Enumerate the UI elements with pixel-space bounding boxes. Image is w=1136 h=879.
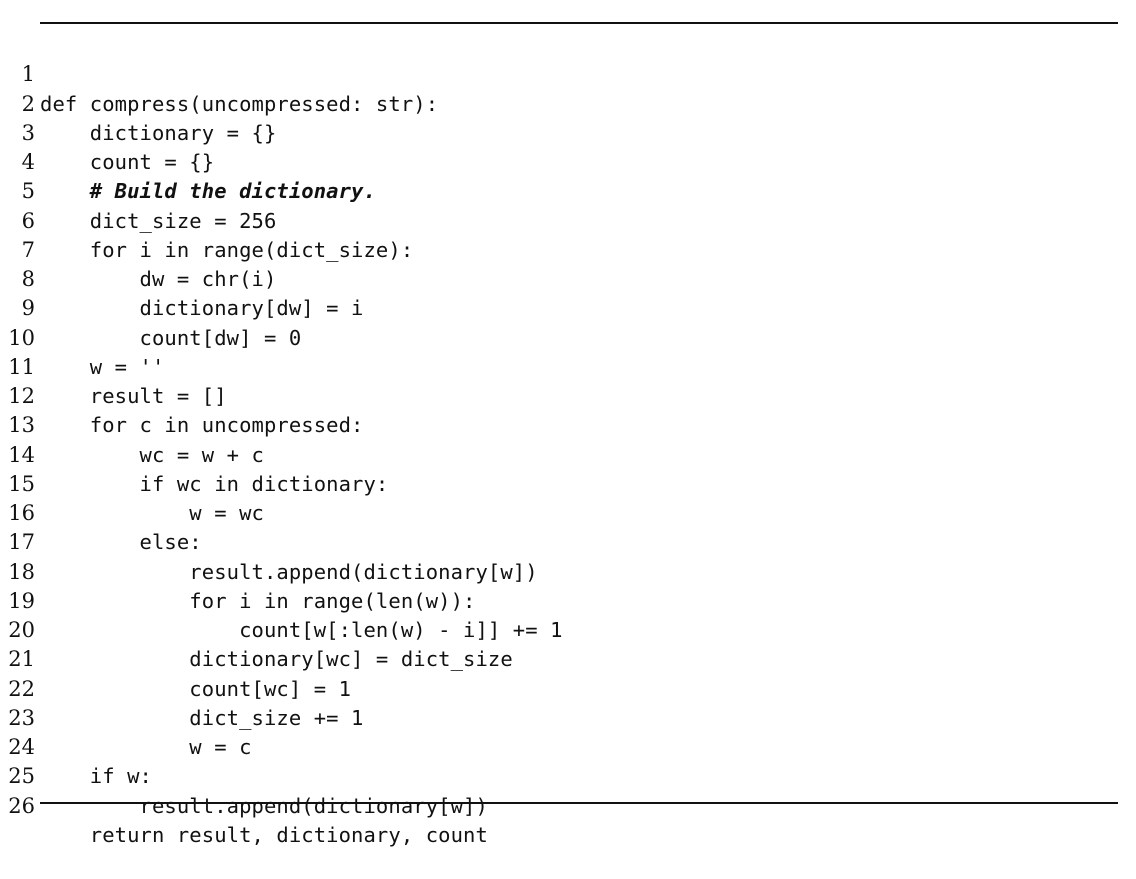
line-code: dictionary[wc] = dict_size (40, 647, 513, 672)
code-line: 6 for i in range(dict_size): (0, 177, 1136, 262)
line-number: 23 (8, 705, 35, 730)
line-code: result.append(dictionary[w]) (40, 559, 538, 584)
line-number: 2 (21, 91, 35, 116)
line-number: 17 (8, 530, 35, 555)
top-rule (40, 22, 1118, 24)
code-line: 15 w = wc (0, 441, 1136, 525)
line-code: def compress(uncompressed: str): (40, 91, 439, 116)
code-line: 3 count = {} (0, 90, 1136, 174)
line-number: 24 (8, 735, 35, 759)
code-line: 26 return result, dictionary, count (0, 762, 1136, 847)
line-code: for i in range(dict_size): (40, 237, 414, 262)
line-code: count[w[:len(w) - i]] += 1 (40, 618, 563, 642)
line-code: dictionary = {} (40, 120, 277, 145)
line-number: 21 (8, 647, 35, 672)
code-lines: 1 def compress(uncompressed: str): 2 dic… (0, 31, 1136, 847)
line-code-comment: # Build the dictionary. (40, 179, 376, 204)
line-code: count[wc] = 1 (40, 676, 352, 701)
line-number: 6 (21, 208, 35, 233)
line-number: 12 (8, 384, 35, 408)
code-line: 2 dictionary = {} (0, 60, 1136, 145)
line-code: w = wc (40, 501, 264, 525)
line-code: for i in range(len(w)): (40, 588, 476, 613)
line-number: 7 (21, 237, 35, 262)
code-line: 21 count[wc] = 1 (0, 616, 1136, 700)
code-line: 13 wc = w + c (0, 382, 1136, 466)
line-code: dictionary[dw] = i (40, 296, 364, 321)
code-line: 8 dictionary[dw] = i (0, 236, 1136, 320)
line-code: else: (40, 530, 202, 555)
line-number: 10 (8, 325, 35, 350)
code-line: 7 dw = chr(i) (0, 207, 1136, 291)
code-listing: 1 def compress(uncompressed: str): 2 dic… (0, 22, 1136, 847)
line-number: 1 (21, 62, 35, 87)
line-number: 16 (8, 501, 35, 525)
line-code: result.append(dictionary[w]) (40, 793, 488, 818)
code-line: 20 dictionary[wc] = dict_size (0, 587, 1136, 671)
line-code: dict_size = 256 (40, 208, 277, 233)
code-line: 5 dict_size = 256 (0, 148, 1136, 232)
line-number: 18 (8, 559, 35, 584)
bottom-rule (40, 802, 1118, 804)
line-number: 20 (8, 618, 35, 642)
line-code: dict_size += 1 (40, 705, 364, 730)
code-line: 16 else: (0, 470, 1136, 554)
code-line: 19 count[w[:len(w) - i]] += 1 (0, 558, 1136, 642)
code-line: 18 for i in range(len(w)): (0, 528, 1136, 613)
code-line: 24 if w: (0, 704, 1136, 788)
line-number: 26 (8, 793, 35, 818)
code-line: 9 count[dw] = 0 (0, 265, 1136, 349)
line-code: if w: (40, 764, 152, 789)
code-line: 10 w = '' (0, 294, 1136, 379)
line-number: 14 (8, 442, 35, 467)
code-line: 25 result.append(dictionary[w]) (0, 733, 1136, 817)
line-number: 9 (21, 296, 35, 321)
line-code: if wc in dictionary: (40, 471, 389, 496)
line-code: w = '' (40, 354, 165, 379)
line-code: result = [] (40, 384, 227, 408)
code-line: 23 w = c (0, 675, 1136, 759)
code-line: 12 for c in uncompressed: (0, 353, 1136, 437)
code-line: 11 result = [] (0, 324, 1136, 408)
line-code: dw = chr(i) (40, 267, 277, 291)
line-code: for c in uncompressed: (40, 413, 364, 438)
code-line: 1 def compress(uncompressed: str): (0, 31, 1136, 115)
line-number: 15 (8, 471, 35, 496)
line-number: 4 (21, 150, 35, 174)
line-code: return result, dictionary, count (40, 822, 488, 847)
code-line: 17 result.append(dictionary[w]) (0, 499, 1136, 583)
line-number: 5 (21, 179, 35, 204)
line-code: w = c (40, 735, 252, 759)
line-number: 19 (8, 588, 35, 613)
line-number: 8 (21, 267, 35, 291)
line-number: 22 (8, 676, 35, 701)
code-line: 14 if wc in dictionary: (0, 411, 1136, 496)
line-code: wc = w + c (40, 442, 264, 467)
line-code: count[dw] = 0 (40, 325, 302, 350)
line-number: 11 (8, 354, 35, 379)
line-code: count = {} (40, 150, 215, 174)
line-number: 3 (21, 120, 35, 145)
code-line: 4 # Build the dictionary. (0, 119, 1136, 203)
code-line: 22 dict_size += 1 (0, 645, 1136, 730)
line-number: 25 (8, 764, 35, 789)
line-number: 13 (8, 413, 35, 438)
